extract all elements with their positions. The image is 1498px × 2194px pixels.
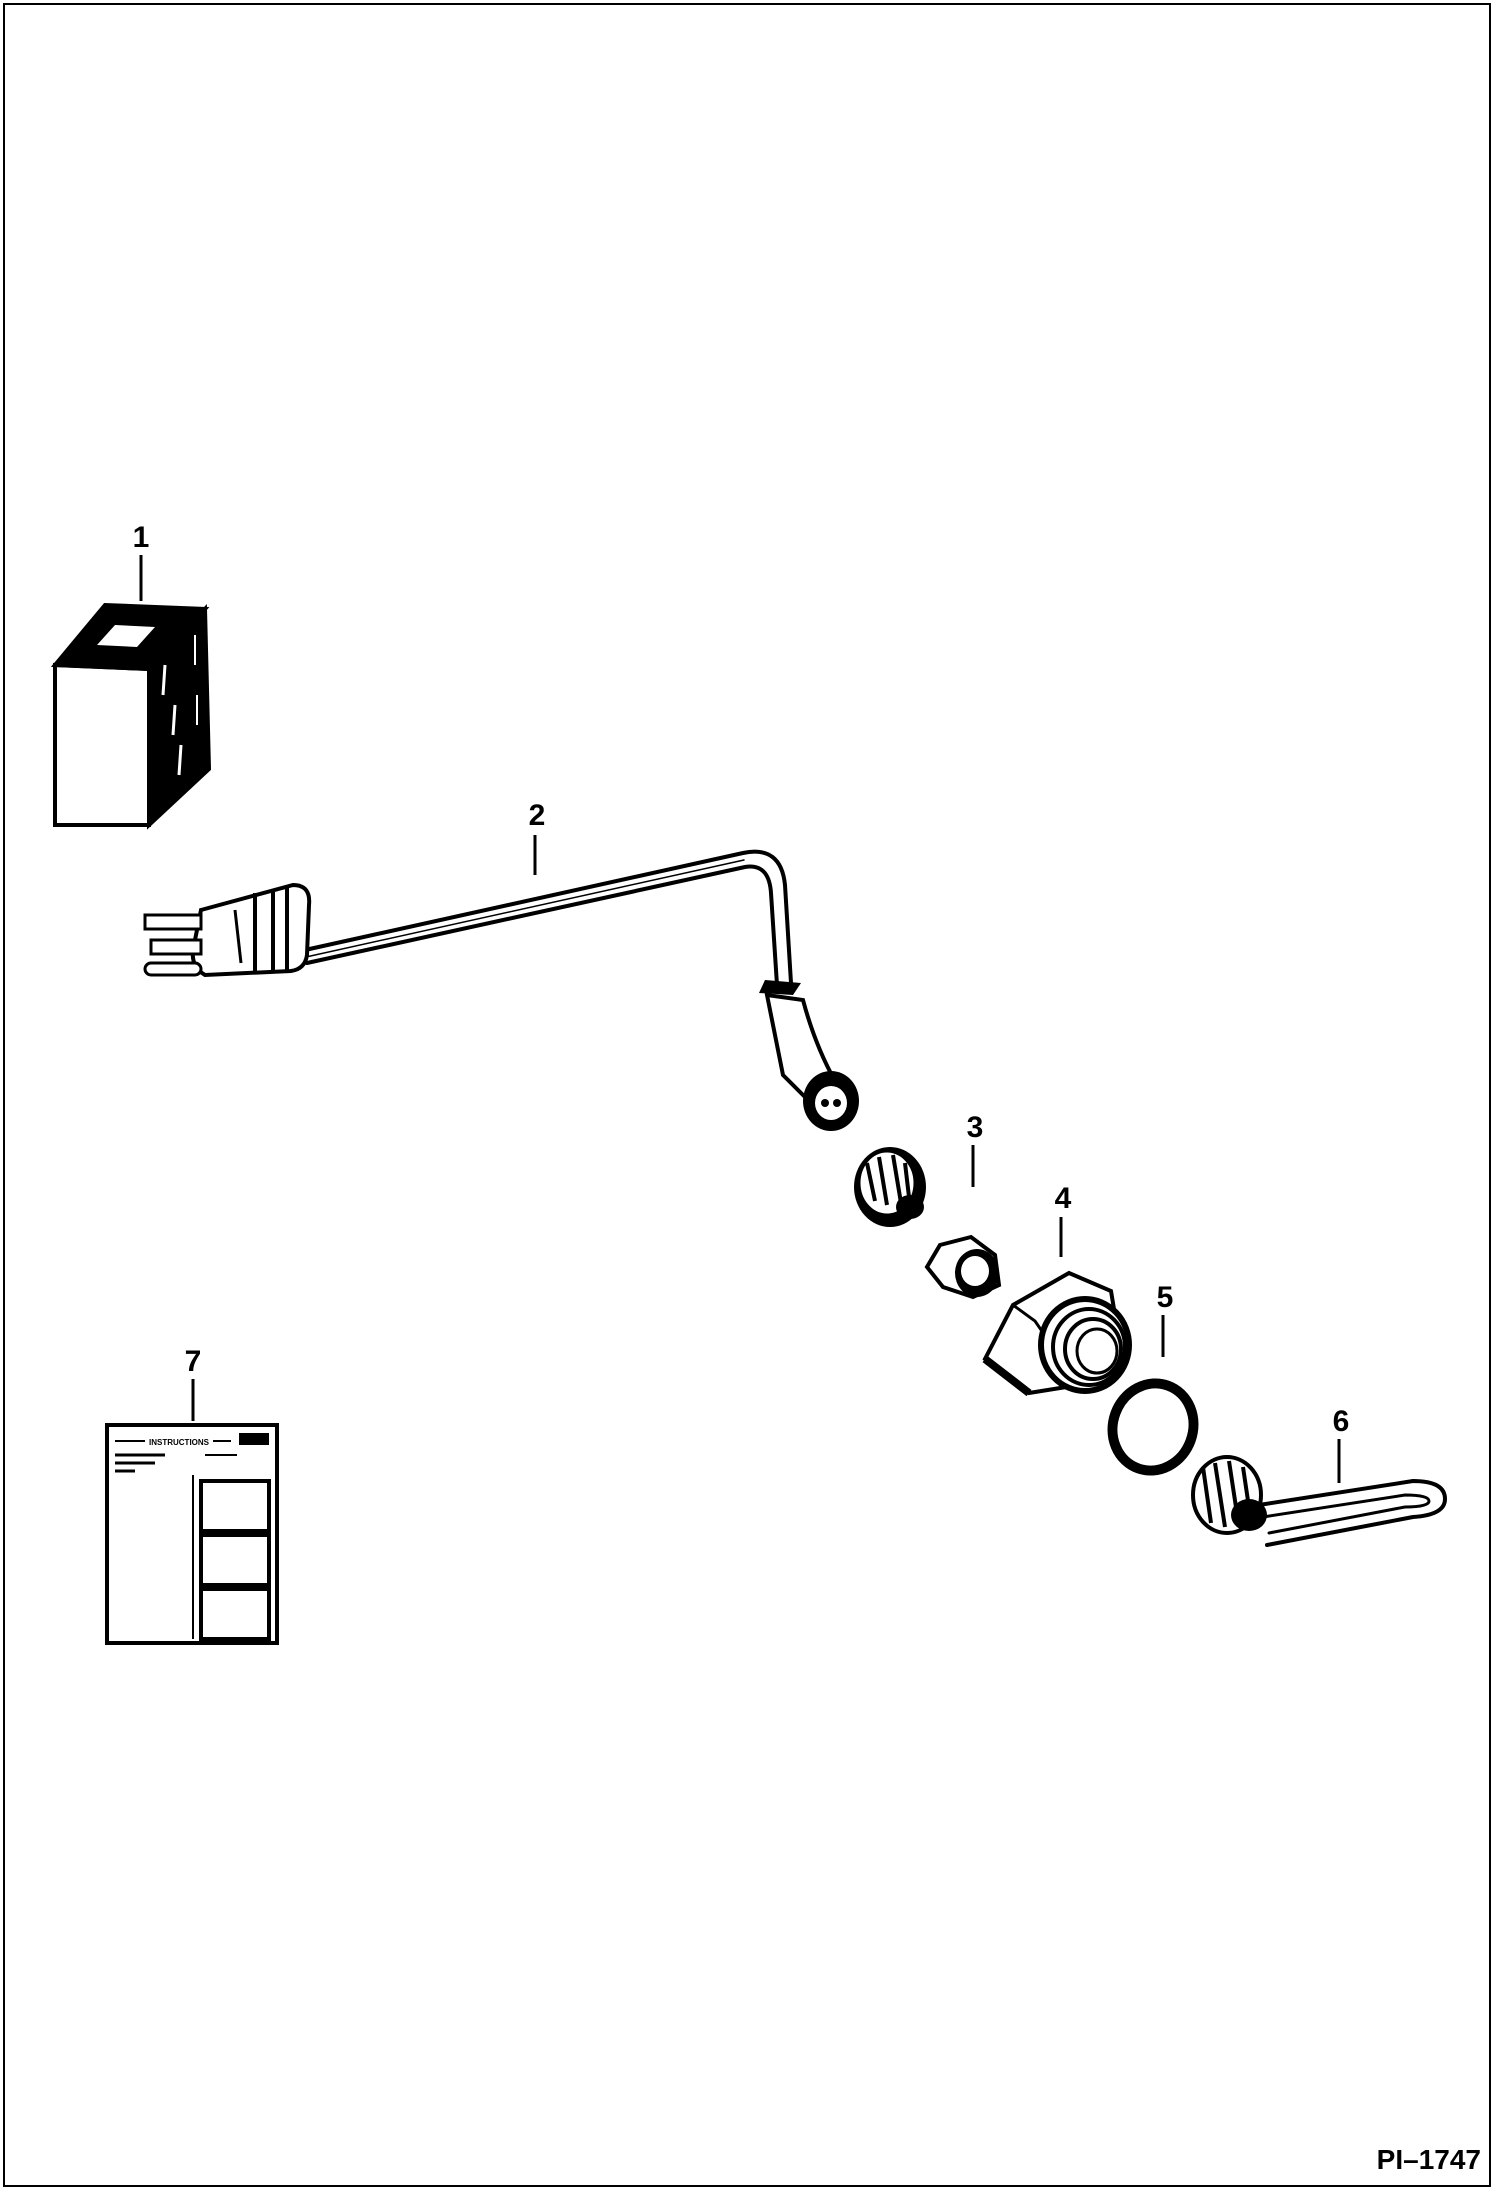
instructions-heading: INSTRUCTIONS [149, 1438, 210, 1447]
part-5-o-ring-icon [1107, 1378, 1199, 1476]
part-7-instructions-sheet-icon: INSTRUCTIONS [105, 1423, 279, 1645]
part-3-lock-nut-icon [924, 1234, 1002, 1300]
callout-6: 6 [1333, 1405, 1350, 1438]
reference-code: PI–1747 [1377, 2144, 1481, 2175]
part-2-power-cord-icon [143, 849, 859, 1131]
callout-1: 1 [133, 521, 150, 554]
part-1-box-icon [50, 602, 212, 830]
callout-5: 5 [1157, 1281, 1174, 1314]
parts-diagram: INSTRUCTIONS 1 2 3 4 5 6 7 PI–1747 [50, 521, 1481, 2175]
callout-3: 3 [967, 1111, 984, 1144]
callout-2: 2 [529, 799, 546, 832]
callout-7: 7 [185, 1345, 202, 1378]
diagram-frame: INSTRUCTIONS 1 2 3 4 5 6 7 PI–1747 [3, 3, 1491, 2187]
callout-4: 4 [1055, 1182, 1072, 1215]
part-3-cord-grip-icon [854, 1147, 926, 1227]
part-4-adapter-fitting-icon [982, 1270, 1132, 1397]
part-6-heater-element-icon [1191, 1455, 1447, 1547]
